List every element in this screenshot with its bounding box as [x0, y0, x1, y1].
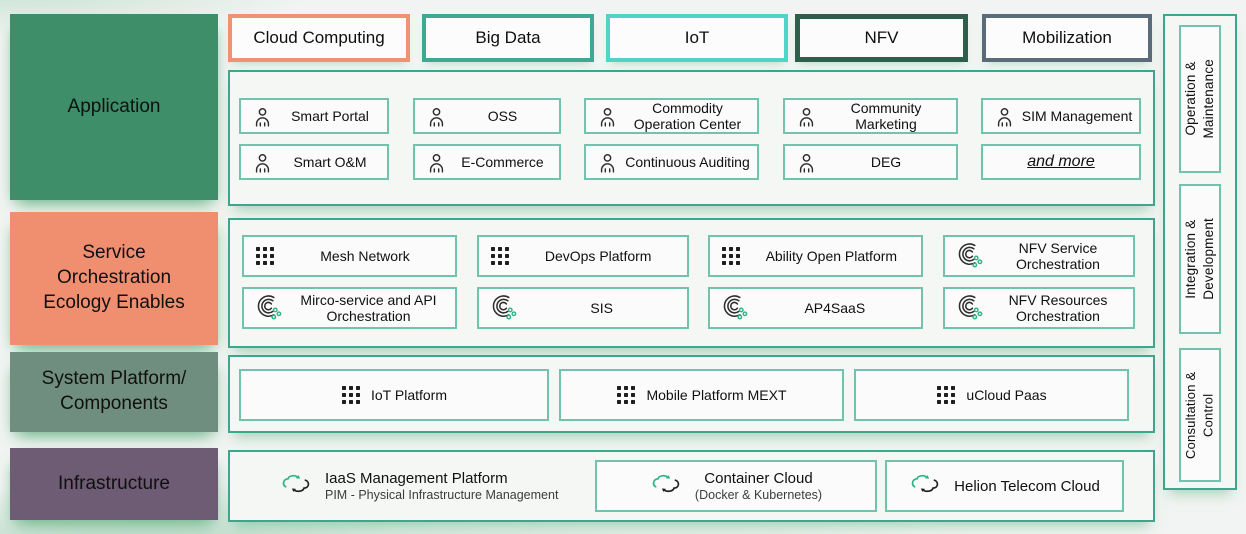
grid-icon — [616, 385, 636, 405]
grid-icon — [936, 385, 956, 405]
svc-item-label: Mirco-service and API Orchestration — [300, 291, 437, 324]
app-item-oss: OSS — [412, 98, 561, 134]
right-sidebar: Operation & Maintenance Integration & De… — [1163, 14, 1237, 490]
app-item-label: and more — [1027, 152, 1095, 170]
category-big-data: Big Data — [422, 14, 594, 62]
layer-label-application: Application — [10, 14, 218, 200]
person-icon — [426, 152, 447, 173]
cloud-sync-icon — [650, 472, 682, 500]
app-item-label: DEG — [870, 153, 902, 170]
app-item-continuous-auditing: Continuous Auditing — [584, 144, 759, 180]
svc-item-ability-open-platform: Ability Open Platform — [708, 235, 924, 277]
cloud-sync-icon — [909, 472, 941, 500]
infrastructure-container: IaaS Management Platform PIM - Physical … — [228, 450, 1155, 522]
app-item-label: OSS — [487, 107, 518, 124]
app-item-label: E-Commerce — [461, 153, 544, 170]
swirl-icon — [956, 294, 983, 322]
layer-label-system-platform: System Platform/ Components — [10, 352, 218, 432]
container-cloud-title: Container Cloud — [704, 470, 813, 487]
person-icon — [252, 106, 273, 127]
helion-title: Helion Telecom Cloud — [954, 477, 1100, 495]
app-item-label: Commodity Operation Center — [633, 99, 742, 132]
person-icon — [994, 106, 1015, 127]
service-orchestration-grid: Mesh Network DevOps Platform Ability Ope… — [230, 220, 1153, 329]
sys-item-label: IoT Platform — [371, 386, 447, 403]
sidebar-item-label: Integration & Development — [1182, 218, 1216, 300]
sidebar-item-consultation-control: Consultation & Control — [1179, 348, 1221, 482]
svc-item-label: AP4SaaS — [804, 299, 866, 316]
svc-item-label: NFV Resources Orchestration — [1008, 291, 1108, 324]
svc-item-label: Ability Open Platform — [765, 247, 898, 264]
iaas-text: IaaS Management Platform PIM - Physical … — [325, 470, 558, 502]
layer-label-infrastructure: Infrastructure — [10, 448, 218, 520]
person-icon — [252, 152, 273, 173]
sys-item-iot-platform: IoT Platform — [239, 369, 549, 421]
app-item-label: Smart Portal — [291, 107, 369, 124]
sys-item-label: uCloud Paas — [966, 386, 1047, 403]
infra-item-helion-telecom-cloud: Helion Telecom Cloud — [885, 460, 1124, 512]
svc-item-label: DevOps Platform — [544, 247, 652, 264]
sidebar-item-label: Consultation & Control — [1183, 371, 1216, 459]
sys-item-mobile-platform-mext: Mobile Platform MEXT — [559, 369, 844, 421]
person-icon — [796, 106, 817, 127]
svc-item-mesh-network: Mesh Network — [242, 235, 457, 277]
iaas-subtitle: PIM - Physical Infrastructure Management — [325, 488, 559, 502]
container-cloud-text: Container Cloud (Docker & Kubernetes) — [695, 470, 822, 502]
grid-icon — [341, 385, 361, 405]
service-orchestration-container: Mesh Network DevOps Platform Ability Ope… — [228, 218, 1155, 348]
app-item-label: SIM Management — [1021, 107, 1133, 124]
grid-icon — [490, 246, 510, 266]
app-item-e-commerce: E-Commerce — [412, 144, 561, 180]
grid-icon — [255, 246, 275, 266]
application-grid: Smart Portal OSS Commodity Operation Cen… — [230, 72, 1153, 180]
person-icon — [426, 106, 447, 127]
iaas-title: IaaS Management Platform — [325, 470, 508, 487]
system-platform-container: IoT Platform Mobile Platform MEXT uCloud… — [228, 355, 1155, 433]
app-item-label: Smart O&M — [293, 153, 367, 170]
svc-item-devops-platform: DevOps Platform — [476, 235, 689, 277]
person-icon — [597, 106, 618, 127]
sidebar-item-operation-maintenance: Operation & Maintenance — [1179, 25, 1221, 173]
cloud-sync-icon — [280, 472, 312, 500]
category-nfv: NFV — [795, 14, 968, 62]
infra-item-iaas-management-platform: IaaS Management Platform PIM - Physical … — [280, 460, 558, 512]
svc-item-label: Mesh Network — [320, 247, 410, 264]
svc-item-microservice-api-orchestration: Mirco-service and API Orchestration — [242, 287, 457, 329]
sidebar-item-integration-development: Integration & Development — [1179, 184, 1221, 334]
app-item-label: Continuous Auditing — [625, 153, 750, 170]
app-item-commodity-operation-center: Commodity Operation Center — [584, 98, 759, 134]
svc-item-label: SIS — [590, 299, 613, 316]
app-item-deg: DEG — [782, 144, 958, 180]
sys-item-ucloud-paas: uCloud Paas — [854, 369, 1129, 421]
category-mobilization: Mobilization — [982, 14, 1152, 62]
svc-item-nfv-resources-orchestration: NFV Resources Orchestration — [942, 287, 1135, 329]
app-item-community-marketing: Community Marketing — [782, 98, 958, 134]
app-item-smart-portal: Smart Portal — [239, 98, 389, 134]
grid-icon — [721, 246, 741, 266]
swirl-icon — [255, 294, 282, 322]
swirl-icon — [490, 294, 517, 322]
svc-item-sis: SIS — [476, 287, 689, 329]
app-item-smart-oandm: Smart O&M — [239, 144, 389, 180]
infra-item-container-cloud: Container Cloud (Docker & Kubernetes) — [595, 460, 877, 512]
svc-item-ap4saas: AP4SaaS — [708, 287, 924, 329]
sidebar-item-label: Operation & Maintenance — [1182, 59, 1216, 139]
category-cloud-computing: Cloud Computing — [228, 14, 410, 62]
category-iot: IoT — [606, 14, 788, 62]
person-icon — [796, 152, 817, 173]
swirl-icon — [721, 294, 748, 322]
container-cloud-subtitle: (Docker & Kubernetes) — [694, 488, 823, 502]
swirl-icon — [956, 242, 983, 270]
svc-item-nfv-service-orchestration: NFV Service Orchestration — [942, 235, 1135, 277]
app-item-label: Community Marketing — [850, 99, 922, 132]
svc-item-label: NFV Service Orchestration — [1015, 239, 1100, 272]
system-platform-row: IoT Platform Mobile Platform MEXT uCloud… — [230, 357, 1153, 421]
sys-item-label: Mobile Platform MEXT — [646, 386, 787, 403]
application-container: Smart Portal OSS Commodity Operation Cen… — [228, 70, 1155, 206]
app-item-sim-management: SIM Management — [981, 98, 1141, 134]
layer-label-service-orchestration: Service Orchestration Ecology Enables — [10, 212, 218, 345]
person-icon — [597, 152, 618, 173]
app-item-and-more: and more — [981, 144, 1141, 180]
